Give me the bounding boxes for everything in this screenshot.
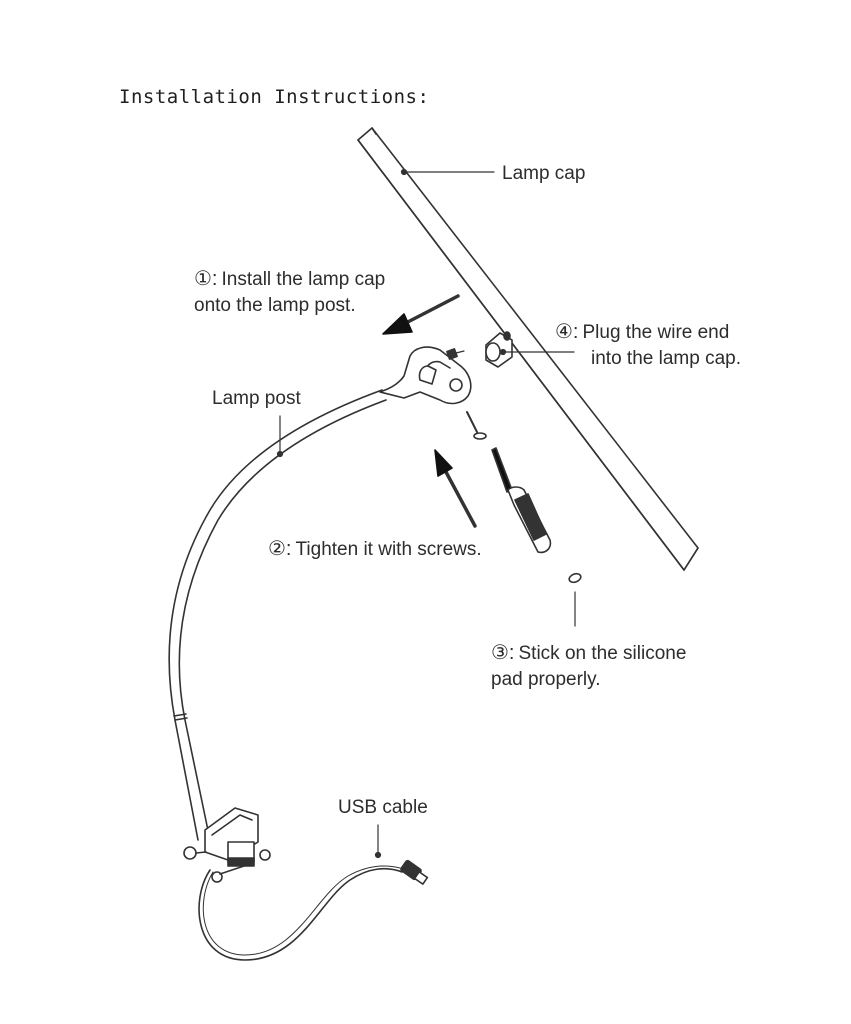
page-title: Installation Instructions:	[119, 86, 430, 108]
screw-illustration	[466, 411, 487, 440]
lamp-post-illustration	[168, 389, 387, 841]
step-3-number: ③:	[491, 642, 515, 664]
usb-cable-illustration	[198, 859, 429, 961]
step-4-line2: into the lamp cap.	[591, 348, 741, 369]
lamp-post-label: Lamp post	[212, 388, 301, 409]
wire-end-leader	[499, 348, 575, 356]
step-3-line2: pad properly.	[491, 669, 601, 690]
arrow-install-cap	[382, 294, 460, 335]
step-3-text: ③:Stick on the silicone pad properly.	[491, 640, 686, 693]
silicone-pad-illustration	[568, 572, 582, 627]
lamp-post-leader	[276, 415, 284, 458]
step-4-text: ④:Plug the wire end into the lamp cap.	[555, 319, 741, 372]
step-4-number: ④:	[555, 321, 579, 343]
step-1-line1: Install the lamp cap	[221, 269, 386, 290]
step-1-number: ①:	[194, 268, 218, 290]
lamp-cap-leader	[400, 168, 495, 176]
step-1-line2: onto the lamp post.	[194, 295, 356, 316]
step-2-number: ②:	[268, 538, 292, 560]
lamp-cap-label: Lamp cap	[502, 163, 586, 184]
step-1-text: ①:Install the lamp cap onto the lamp pos…	[194, 266, 385, 319]
step-3-line1: Stick on the silicone	[518, 643, 687, 664]
usb-cable-leader	[374, 824, 382, 859]
lamp-cap-illustration	[357, 127, 699, 571]
clamp-illustration	[183, 807, 271, 883]
step-2-text: ②:Tighten it with screws.	[268, 536, 482, 563]
lamp-post-head	[379, 346, 472, 405]
usb-cable-label: USB cable	[338, 797, 428, 818]
screwdriver-illustration	[491, 447, 552, 554]
step-2-line1: Tighten it with screws.	[295, 539, 482, 560]
step-4-line1: Plug the wire end	[582, 322, 730, 343]
arrow-tighten-screw	[434, 449, 477, 528]
